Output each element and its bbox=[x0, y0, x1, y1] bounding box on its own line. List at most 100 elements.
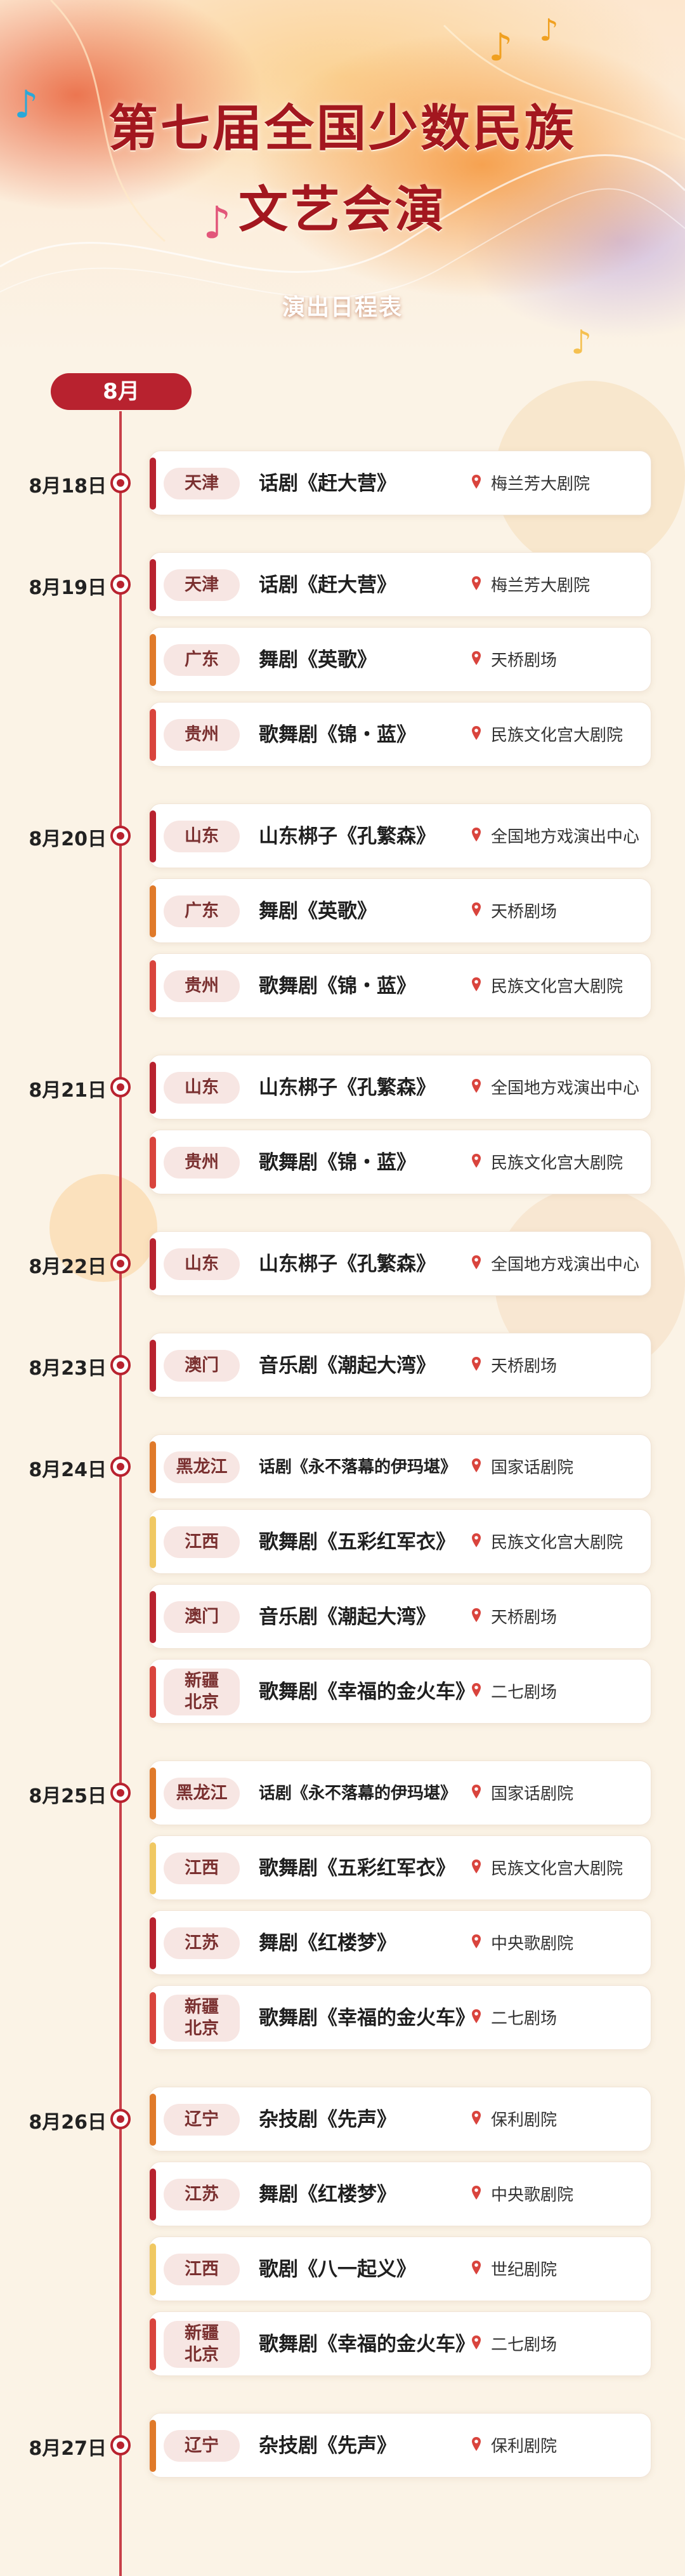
venue-label: 全国地方戏演出中心 bbox=[491, 828, 640, 847]
show-title: 舞剧《红楼梦》 bbox=[259, 2183, 396, 2206]
show-card[interactable]: 澳门音乐剧《潮起大湾》天桥剧场 bbox=[149, 1584, 651, 1649]
region-badge: 贵州 bbox=[164, 970, 240, 1002]
show-title: 歌舞剧《五彩红军衣》 bbox=[259, 1531, 455, 1554]
show-title: 音乐剧《潮起大湾》 bbox=[259, 1606, 436, 1628]
show-card[interactable]: 新疆 北京歌舞剧《幸福的金火车》二七剧场 bbox=[149, 1985, 651, 2050]
timeline-dot bbox=[110, 473, 131, 493]
timeline-dot bbox=[110, 1253, 131, 1274]
location-pin-icon bbox=[472, 2111, 481, 2125]
location-pin-icon bbox=[472, 828, 481, 842]
show-card[interactable]: 黑龙江话剧《永不落幕的伊玛堪》国家话剧院 bbox=[149, 1760, 651, 1825]
accent-bar bbox=[150, 1062, 156, 1114]
region-badge: 江西 bbox=[164, 2254, 240, 2285]
show-card[interactable]: 江苏舞剧《红楼梦》中央歌剧院 bbox=[149, 1910, 651, 1975]
venue-label: 天桥剧场 bbox=[491, 1357, 558, 1376]
region-badge: 辽宁 bbox=[164, 2430, 240, 2462]
region-badge: 广东 bbox=[164, 895, 240, 927]
show-card[interactable]: 贵州歌舞剧《锦・蓝》民族文化宫大剧院 bbox=[149, 1130, 651, 1194]
date-label: 8月20日 bbox=[29, 828, 107, 850]
accent-bar bbox=[150, 2243, 156, 2295]
region-badge: 贵州 bbox=[164, 719, 240, 751]
timeline-dot bbox=[110, 2435, 131, 2455]
venue-label: 世纪剧院 bbox=[491, 2261, 558, 2280]
venue-label: 民族文化宫大剧院 bbox=[491, 1533, 623, 1552]
show-title: 山东梆子《孔繁森》 bbox=[259, 1253, 436, 1276]
venue-label: 民族文化宫大剧院 bbox=[491, 1859, 623, 1879]
show-title: 话剧《永不落幕的伊玛堪》 bbox=[259, 1784, 457, 1803]
venue-label: 保利剧院 bbox=[491, 2437, 558, 2456]
accent-bar bbox=[150, 2318, 156, 2370]
accent-bar bbox=[150, 1441, 156, 1493]
accent-bar bbox=[150, 1767, 156, 1820]
show-card[interactable]: 新疆 北京歌舞剧《幸福的金火车》二七剧场 bbox=[149, 1659, 651, 1724]
show-title: 音乐剧《潮起大湾》 bbox=[259, 1354, 436, 1377]
location-pin-icon bbox=[472, 1079, 481, 1093]
region-badge: 辽宁 bbox=[164, 2104, 240, 2136]
region-badge: 新疆 北京 bbox=[164, 2321, 240, 2368]
swirl-decoration bbox=[0, 0, 685, 298]
show-card[interactable]: 贵州歌舞剧《锦・蓝》 民族文化宫大剧院 bbox=[149, 702, 651, 767]
location-pin-icon bbox=[472, 2186, 481, 2200]
music-note-icon: ♪ bbox=[14, 83, 39, 127]
timeline-dot bbox=[110, 826, 131, 846]
region-badge: 江苏 bbox=[164, 2179, 240, 2210]
venue-label: 二七剧场 bbox=[491, 1683, 558, 1702]
show-card[interactable]: 江西歌剧《八一起义》 世纪剧院 bbox=[149, 2236, 651, 2301]
show-card[interactable]: 江西歌舞剧《五彩红军衣》 民族文化宫大剧院 bbox=[149, 1835, 651, 1900]
venue-label: 二七剧场 bbox=[491, 2335, 558, 2355]
location-pin-icon bbox=[472, 1357, 481, 1371]
show-card[interactable]: 广东舞剧《英歌》天桥剧场 bbox=[149, 627, 651, 692]
show-title: 歌剧《八一起义》 bbox=[259, 2258, 416, 2281]
region-badge: 天津 bbox=[164, 468, 240, 499]
show-title: 歌舞剧《五彩红军衣》 bbox=[259, 1857, 455, 1880]
venue-label: 梅兰芳大剧院 bbox=[491, 475, 590, 494]
show-card[interactable]: 辽宁杂技剧《先声》保利剧院 bbox=[149, 2413, 651, 2478]
venue-label: 民族文化宫大剧院 bbox=[491, 977, 623, 996]
accent-bar bbox=[150, 634, 156, 686]
decorative-circle bbox=[49, 1174, 157, 1282]
venue-label: 民族文化宫大剧院 bbox=[491, 1154, 623, 1173]
venue-label: 民族文化宫大剧院 bbox=[491, 726, 623, 745]
accent-bar bbox=[150, 1842, 156, 1894]
show-title: 舞剧《红楼梦》 bbox=[259, 1932, 396, 1955]
region-badge: 江西 bbox=[164, 1853, 240, 1884]
show-card[interactable]: 黑龙江话剧《永不落幕的伊玛堪》国家话剧院 bbox=[149, 1434, 651, 1499]
show-card[interactable]: 广东舞剧《英歌》天桥剧场 bbox=[149, 878, 651, 943]
accent-bar bbox=[150, 810, 156, 862]
venue-label: 天桥剧场 bbox=[491, 1608, 558, 1627]
show-card[interactable]: 山东山东梆子《孔繁森》全国地方戏演出中心 bbox=[149, 803, 651, 868]
show-card[interactable]: 天津话剧《赶大营》梅兰芳大剧院 bbox=[149, 451, 651, 515]
page-subtitle: 演出日程表 bbox=[282, 294, 403, 320]
show-card[interactable]: 天津话剧《赶大营》梅兰芳大剧院 bbox=[149, 552, 651, 617]
date-label: 8月18日 bbox=[29, 475, 107, 498]
show-card[interactable]: 山东山东梆子《孔繁森》全国地方戏演出中心 bbox=[149, 1055, 651, 1120]
show-card[interactable]: 江西歌舞剧《五彩红军衣》民族文化宫大剧院 bbox=[149, 1509, 651, 1574]
location-pin-icon bbox=[472, 1683, 481, 1697]
month-pill: 8月 bbox=[51, 373, 192, 410]
show-card[interactable]: 山东山东梆子《孔繁森》全国地方戏演出中心 bbox=[149, 1231, 651, 1296]
location-pin-icon bbox=[472, 1934, 481, 1948]
accent-bar bbox=[150, 1340, 156, 1392]
header-banner: ♪ ♪ ♪ ♪ ♪ 第七届全国少数民族 文艺会演 演出日程表 bbox=[0, 0, 685, 362]
location-pin-icon bbox=[472, 1608, 481, 1622]
venue-label: 天桥剧场 bbox=[491, 651, 558, 670]
accent-bar bbox=[150, 2420, 156, 2472]
location-pin-icon bbox=[472, 1533, 481, 1547]
location-pin-icon bbox=[472, 977, 481, 991]
show-card[interactable]: 辽宁杂技剧《先声》保利剧院 bbox=[149, 2087, 651, 2151]
venue-label: 中央歌剧院 bbox=[491, 2186, 574, 2205]
show-title: 歌舞剧《锦・蓝》 bbox=[259, 723, 416, 746]
region-badge: 新疆 北京 bbox=[164, 1995, 240, 2042]
page-title-line2: 文艺会演 bbox=[238, 181, 447, 239]
location-pin-icon bbox=[472, 2335, 481, 2349]
show-card[interactable]: 新疆 北京歌舞剧《幸福的金火车》二七剧场 bbox=[149, 2311, 651, 2376]
region-badge: 山东 bbox=[164, 1248, 240, 1280]
page-title-line1: 第七届全国少数民族 bbox=[108, 100, 577, 157]
venue-label: 二七剧场 bbox=[491, 2009, 558, 2028]
location-pin-icon bbox=[472, 2009, 481, 2023]
show-card[interactable]: 江苏舞剧《红楼梦》 中央歌剧院 bbox=[149, 2162, 651, 2226]
show-title: 山东梆子《孔繁森》 bbox=[259, 825, 436, 848]
venue-label: 梅兰芳大剧院 bbox=[491, 576, 590, 595]
show-card[interactable]: 贵州歌舞剧《锦・蓝》民族文化宫大剧院 bbox=[149, 953, 651, 1018]
show-card[interactable]: 澳门音乐剧《潮起大湾》天桥剧场 bbox=[149, 1333, 651, 1397]
